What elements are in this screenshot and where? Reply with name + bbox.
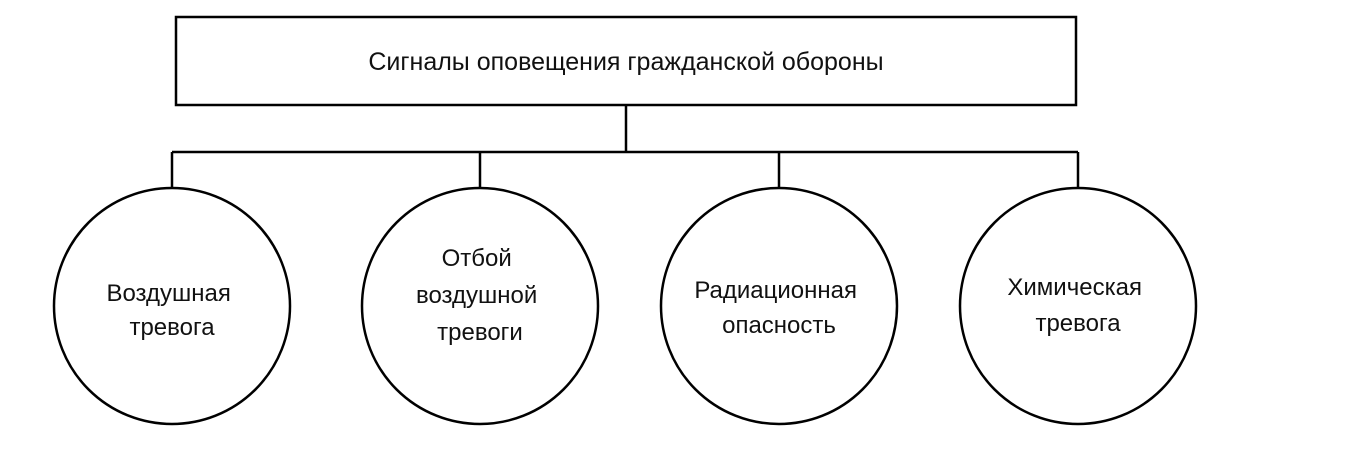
signal-label-line: Отбой — [442, 245, 512, 272]
connectors — [170, 105, 1080, 188]
signal-label-line: Радиационная — [694, 277, 857, 304]
signal-label: Химическая тревога — [1007, 274, 1148, 337]
signal-label-line: тревога — [1035, 310, 1121, 337]
signal-node-all-clear: Отбой воздушной тревоги — [360, 186, 600, 426]
signal-node-radiation: Радиационная опасность — [659, 186, 899, 426]
signal-label-line: Химическая — [1007, 274, 1142, 301]
signal-circle — [52, 186, 292, 426]
signal-label: Радиационная опасность — [694, 277, 863, 339]
title-box — [174, 15, 1078, 107]
signal-node-chemical: Химическая тревога — [958, 186, 1198, 426]
signal-label-line: опасность — [722, 312, 836, 339]
signal-label: Воздушная тревога — [106, 280, 237, 341]
signal-label: Отбой воздушной тревоги — [416, 245, 544, 346]
title-label: Сигналы оповещения гражданской обороны — [368, 48, 883, 76]
signal-circle — [360, 186, 600, 426]
title-node: Сигналы оповещения гражданской обороны — [174, 15, 1078, 107]
signal-label-line: воздушной — [416, 282, 537, 309]
signal-circle — [659, 186, 899, 426]
signal-label-line: Воздушная — [106, 280, 230, 307]
signal-node-air-raid: Воздушная тревога — [52, 186, 292, 426]
signal-label-line: тревога — [129, 314, 215, 341]
signal-circle — [958, 186, 1198, 426]
signal-label-line: тревоги — [437, 319, 523, 346]
